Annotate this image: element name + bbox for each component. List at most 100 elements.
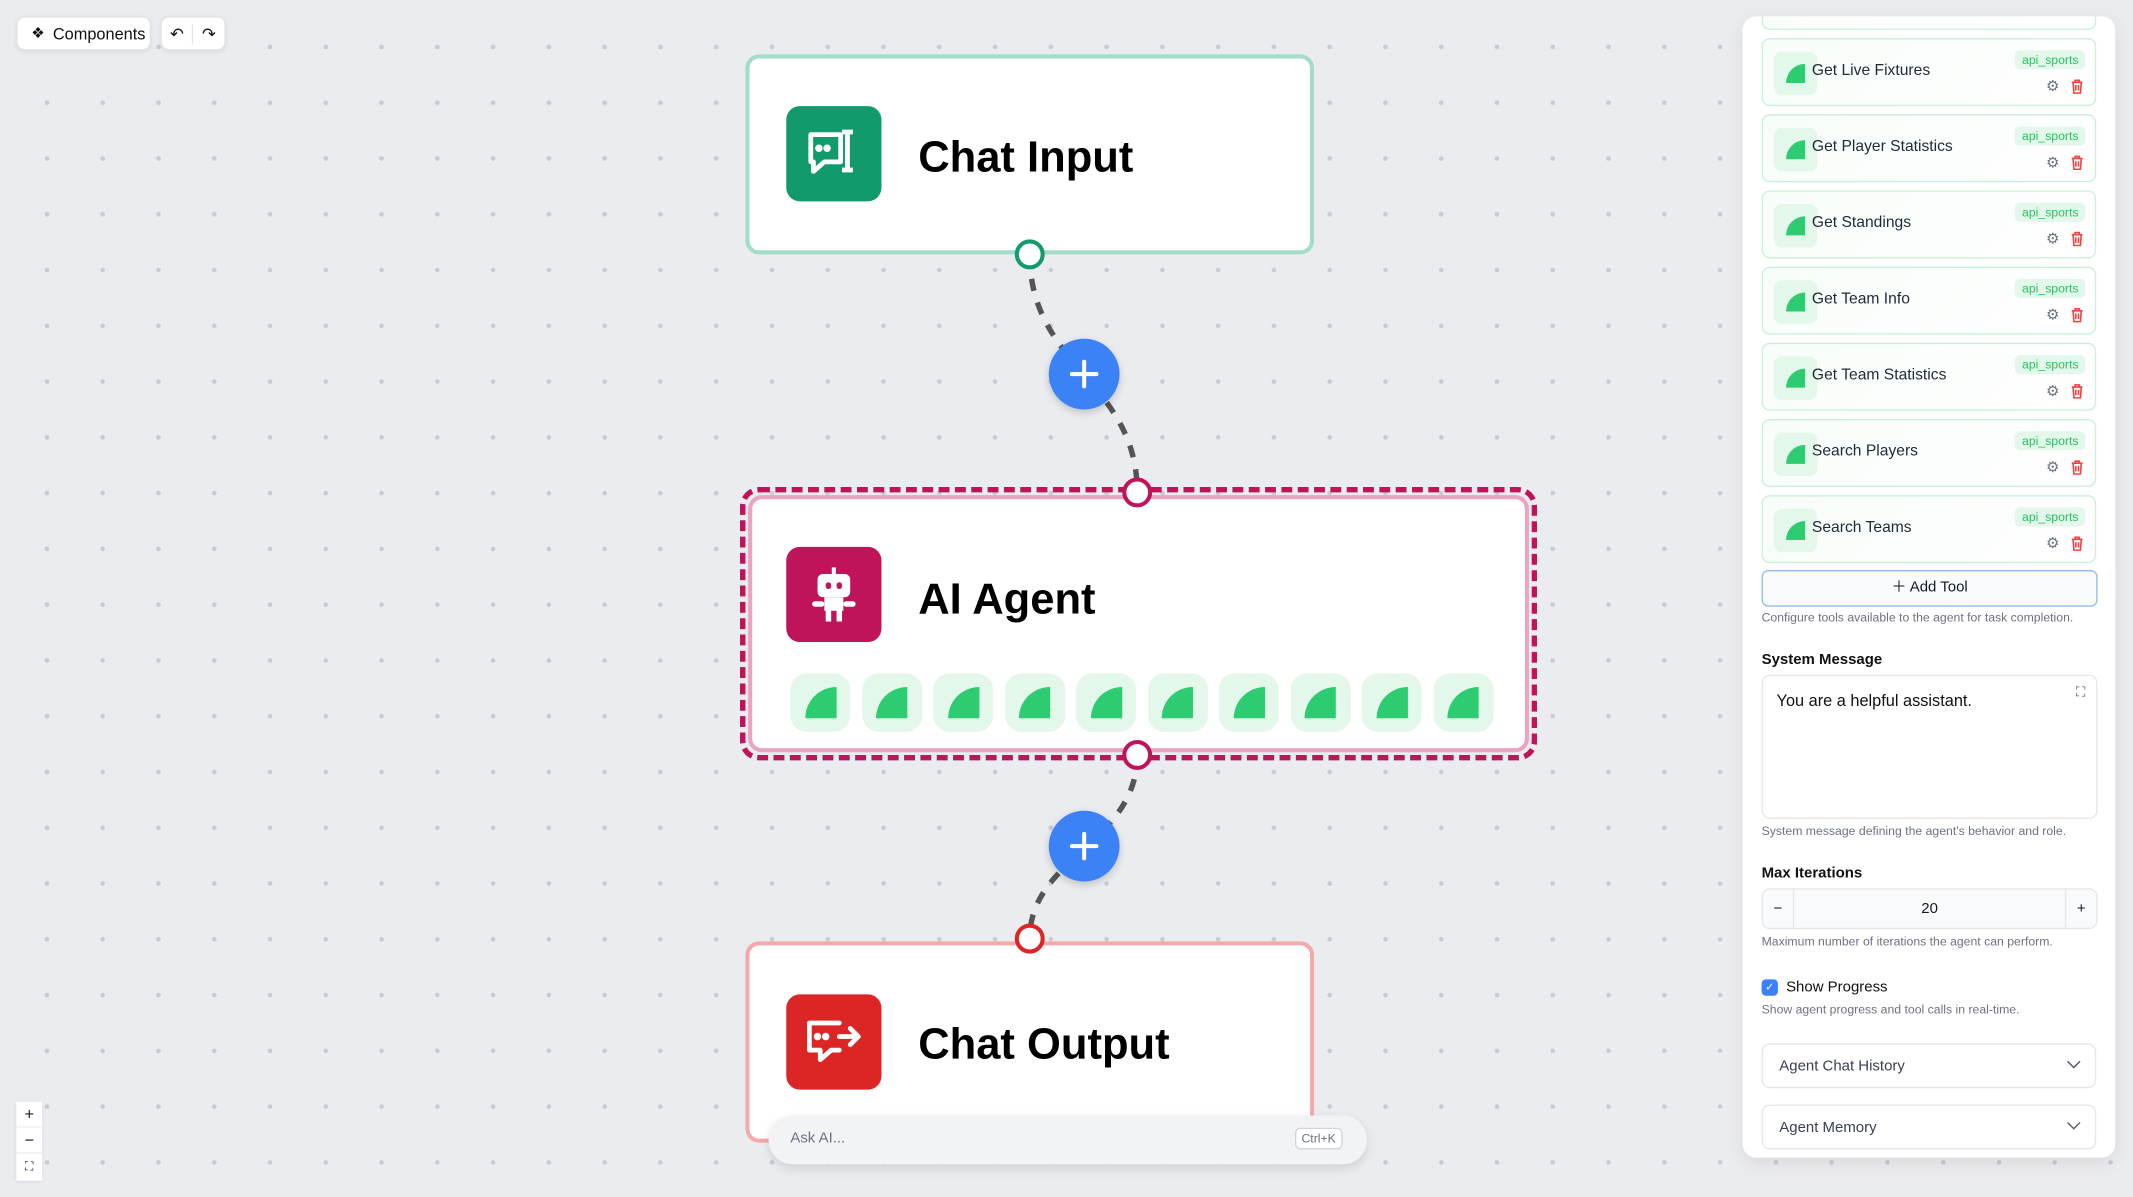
tool-name: Get Team Info xyxy=(1811,291,1910,308)
tool-badge: api_sports xyxy=(2015,507,2086,527)
accordion-agent-memory[interactable]: Agent Memory xyxy=(1761,1104,2097,1150)
tool-icon xyxy=(947,686,979,719)
tool-card[interactable]: Get Player Statistics api_sports ⚙ xyxy=(1761,114,2097,183)
tool-chip[interactable] xyxy=(1147,673,1208,732)
system-message-textarea[interactable]: You are a helpful assistant. ⛶ xyxy=(1761,674,2098,819)
tool-name: Get Team Statistics xyxy=(1811,367,1947,384)
ask-ai-placeholder: Ask AI... xyxy=(790,1130,846,1147)
tool-chip[interactable] xyxy=(861,673,922,732)
tool-icon xyxy=(1773,51,1818,96)
chat-output-icon xyxy=(786,994,882,1090)
tool-icon xyxy=(1447,686,1479,719)
trash-icon[interactable] xyxy=(2070,76,2084,100)
tool-name: Search Teams xyxy=(1811,519,1912,536)
chat-input-node[interactable]: Chat Input xyxy=(745,54,1315,255)
gear-icon[interactable]: ⚙ xyxy=(2046,231,2060,248)
undo-icon[interactable]: ↶ xyxy=(162,23,194,43)
shortcut-badge: Ctrl+K xyxy=(1294,1127,1343,1150)
robot-icon xyxy=(786,546,882,643)
tool-badge: api_sports xyxy=(2015,50,2086,70)
expand-icon[interactable]: ⛶ xyxy=(2075,685,2086,701)
tool-card[interactable]: Search Players api_sports ⚙ xyxy=(1761,418,2097,487)
gear-icon[interactable]: ⚙ xyxy=(2046,155,2060,172)
tool-badge: api_sports xyxy=(2015,355,2086,375)
trash-icon[interactable] xyxy=(2070,457,2084,481)
tool-badge: api_sports xyxy=(2015,126,2086,146)
tool-card[interactable]: Get Team Info api_sports ⚙ xyxy=(1761,266,2097,335)
tool-chip[interactable] xyxy=(1218,673,1279,732)
tool-card[interactable]: Get Live Fixtures api_sports ⚙ xyxy=(1761,38,2097,107)
tool-name: Search Players xyxy=(1811,443,1919,460)
tool-icon xyxy=(1304,686,1336,719)
tool-name: Get Standings xyxy=(1811,214,1912,232)
redo-icon[interactable]: ↷ xyxy=(201,23,216,43)
tool-icon xyxy=(876,686,908,719)
tool-chip[interactable] xyxy=(1361,673,1422,732)
fit-view-button[interactable]: ⛶ xyxy=(24,1158,34,1173)
tool-card[interactable]: Search Teams api_sports ⚙ xyxy=(1761,495,2097,564)
chevron-down-icon xyxy=(2067,1116,2081,1130)
tool-chip[interactable] xyxy=(933,673,994,732)
increment-button[interactable]: + xyxy=(2064,889,2096,928)
show-progress-help: Show agent progress and tool calls in re… xyxy=(1761,1002,2020,1017)
zoom-out-button[interactable]: − xyxy=(16,1128,43,1154)
ai-agent-output-handle[interactable] xyxy=(1122,740,1153,770)
max-iterations-help: Maximum number of iterations the agent c… xyxy=(1761,934,2053,949)
trash-icon[interactable] xyxy=(2070,533,2084,557)
gear-icon[interactable]: ⚙ xyxy=(2046,307,2060,324)
tool-card[interactable]: Get Team Statistics api_sports ⚙ xyxy=(1761,342,2097,411)
decrement-button[interactable]: − xyxy=(1763,889,1795,928)
node-title: Chat Input xyxy=(918,131,1134,181)
chat-output-node[interactable]: Chat Output xyxy=(745,941,1315,1143)
chat-input-output-handle[interactable] xyxy=(1014,239,1045,270)
max-iterations-stepper[interactable]: − 20 + xyxy=(1761,888,2098,930)
trash-icon[interactable] xyxy=(2070,229,2084,253)
chevron-down-icon xyxy=(2067,1054,2081,1069)
gear-icon[interactable]: ⚙ xyxy=(2046,78,2060,96)
tool-icon xyxy=(1773,356,1818,400)
ai-agent-input-handle[interactable] xyxy=(1122,477,1153,508)
tool-icon xyxy=(1773,280,1818,324)
tool-icon xyxy=(1233,686,1265,719)
add-node-button[interactable] xyxy=(1048,810,1120,882)
tools-help: Configure tools available to the agent f… xyxy=(1761,610,2074,625)
trash-icon[interactable] xyxy=(2070,381,2084,405)
add-tool-button[interactable]: ＋ Add Tool xyxy=(1761,569,2098,607)
properties-panel: Get Live Fixtures api_sports ⚙ Get Playe… xyxy=(1742,16,2116,1158)
gear-icon[interactable]: ⚙ xyxy=(2046,383,2060,400)
tool-icon xyxy=(1018,686,1051,719)
gear-icon[interactable]: ⚙ xyxy=(2046,459,2060,477)
add-node-button[interactable] xyxy=(1048,338,1120,410)
node-title: AI Agent xyxy=(918,574,1096,624)
gear-icon[interactable]: ⚙ xyxy=(2046,535,2060,553)
accordion-label: Agent Chat History xyxy=(1779,1058,1905,1075)
plus-icon: ＋ xyxy=(1891,579,1910,596)
tool-name: Get Player Statistics xyxy=(1811,138,1953,156)
show-progress-checkbox[interactable]: ✓ xyxy=(1761,979,1778,996)
components-button[interactable]: ❖ Components xyxy=(16,16,151,51)
max-iterations-value[interactable]: 20 xyxy=(1921,900,1938,917)
zoom-in-button[interactable]: + xyxy=(16,1102,43,1128)
ask-ai-input[interactable]: Ask AI... Ctrl+K xyxy=(768,1115,1368,1165)
tool-card[interactable]: Get Standings api_sports ⚙ xyxy=(1761,190,2097,259)
trash-icon[interactable] xyxy=(2070,152,2084,176)
tool-chip[interactable] xyxy=(1290,673,1351,732)
trash-icon[interactable] xyxy=(2070,305,2084,329)
tool-chip[interactable] xyxy=(790,673,851,732)
tool-badge: api_sports xyxy=(2015,431,2086,451)
tool-icon xyxy=(804,686,836,719)
system-message-label: System Message xyxy=(1761,651,1883,668)
tool-card xyxy=(1761,16,2097,30)
accordion-agent-chat-history[interactable]: Agent Chat History xyxy=(1761,1043,2097,1089)
show-progress-label: Show Progress xyxy=(1786,979,1888,996)
ai-agent-node[interactable]: AI Agent xyxy=(748,495,1529,753)
node-title: Chat Output xyxy=(918,1018,1170,1068)
components-icon: ❖ xyxy=(31,25,45,43)
tool-chip[interactable] xyxy=(1004,673,1065,732)
system-message-help: System message defining the agent's beha… xyxy=(1761,824,2067,838)
tool-icon xyxy=(1090,686,1122,719)
tool-chip[interactable] xyxy=(1075,673,1136,732)
tool-chip[interactable] xyxy=(1433,673,1493,732)
accordion-label: Agent Memory xyxy=(1779,1119,1877,1136)
chat-output-input-handle[interactable] xyxy=(1014,923,1045,954)
